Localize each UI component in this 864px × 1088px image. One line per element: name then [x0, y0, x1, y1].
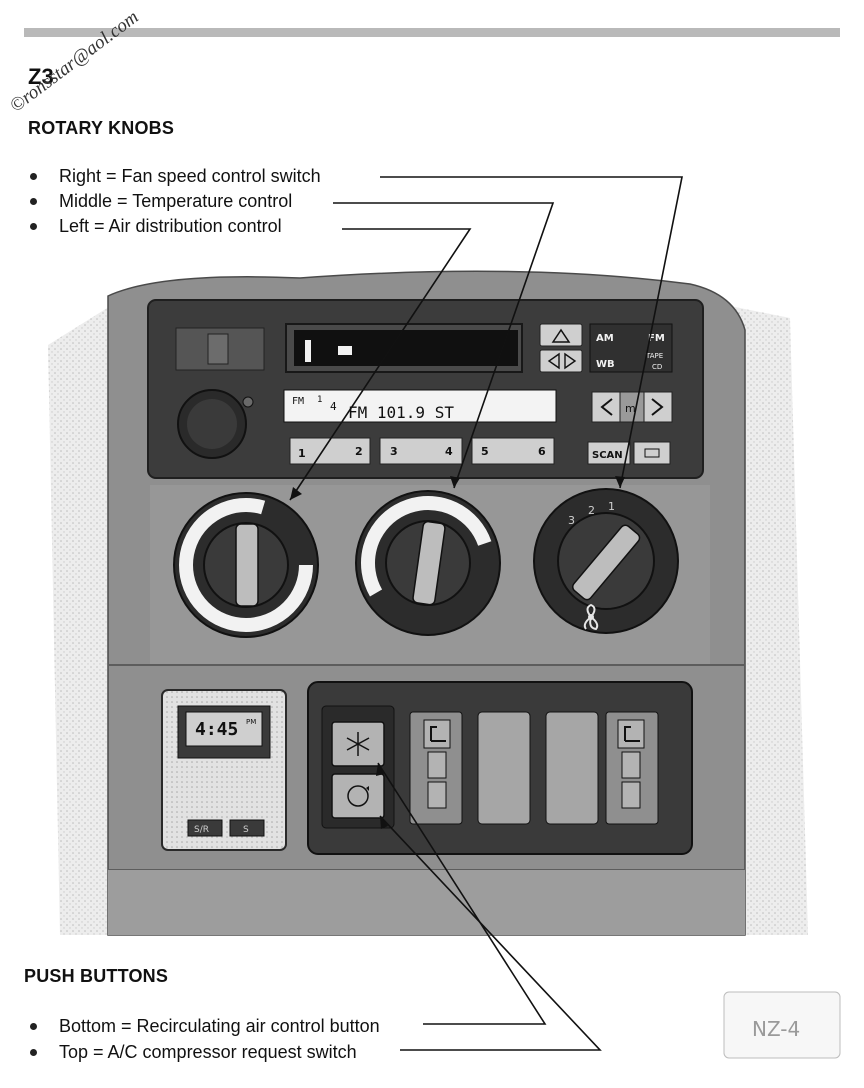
blank-switch-1	[477, 711, 531, 825]
bullet-text: Middle = Temperature control	[59, 191, 293, 211]
wb-label: WB	[596, 359, 615, 370]
temperature-knob[interactable]	[346, 481, 510, 645]
arrow-left-icon	[600, 398, 613, 416]
indicator-lamp	[242, 396, 254, 408]
scan-label: SCAN	[592, 450, 623, 461]
bullet-temperature: Middle = Temperature control	[30, 191, 292, 212]
fan-level-2: 2	[588, 504, 595, 517]
bullet-air-distribution: Left = Air distribution control	[30, 216, 282, 237]
right-seat-heater-switch[interactable]	[605, 711, 659, 825]
rewind-forward-button[interactable]	[539, 349, 583, 373]
dolby-button-icon	[644, 448, 660, 458]
am-label: AM	[596, 333, 614, 344]
bullet-dot	[30, 223, 37, 230]
callout-temperature	[333, 202, 555, 489]
dolby-button[interactable]	[633, 441, 671, 465]
callout-fan-speed	[380, 176, 683, 489]
snowflake-icon	[346, 732, 370, 756]
fan-icon	[583, 603, 599, 631]
left-seat-heater-switch[interactable]	[409, 711, 463, 825]
memory-label: m	[625, 402, 636, 415]
ac-compressor-button[interactable]	[331, 721, 385, 767]
fan-level-1: 1	[608, 500, 615, 513]
bullet-dot	[30, 173, 37, 180]
cassette-indicator	[305, 340, 311, 362]
blank-switch-2	[545, 711, 599, 825]
eject-button[interactable]	[539, 323, 583, 347]
preset-button-5-6[interactable]	[471, 437, 555, 465]
callout-arrowheads	[290, 476, 625, 829]
bullet-text: Right = Fan speed control switch	[59, 166, 321, 186]
preset-label-3: 3	[390, 445, 398, 458]
seat-heat-icon	[624, 726, 640, 742]
bullet-text: Top = A/C compressor request switch	[59, 1042, 357, 1062]
cassette-door	[294, 330, 518, 366]
callout-ac-request	[379, 815, 602, 1051]
eject-icon	[551, 328, 571, 343]
preset-button-3-4[interactable]	[379, 437, 463, 465]
callout-air-distribution	[289, 228, 472, 501]
clock-button-2[interactable]: S	[229, 819, 265, 837]
bullet-recirculation: Bottom = Recirculating air control butto…	[30, 1016, 380, 1037]
dolby-icon	[338, 346, 352, 355]
push-buttons-heading: PUSH BUTTONS	[24, 966, 169, 986]
fan-speed-knob[interactable]: 3 2 1	[533, 488, 679, 634]
rotary-knobs-heading: ROTARY KNOBS	[28, 118, 175, 138]
tape-label: TAPE	[645, 352, 663, 360]
preset-label-5: 5	[481, 445, 489, 458]
recirculation-button[interactable]	[331, 773, 385, 819]
tune-down-button[interactable]	[591, 391, 621, 423]
preset-label-1: 1	[298, 447, 306, 460]
clock-button-1[interactable]: S/R	[187, 819, 223, 837]
memory-button[interactable]: m	[619, 391, 645, 423]
header-rule	[24, 28, 840, 37]
callout-recirculation	[377, 762, 547, 1025]
seat-heat-icon	[430, 726, 446, 742]
bullet-fan-speed: Right = Fan speed control switch	[30, 166, 321, 187]
recirculation-icon	[347, 785, 369, 807]
bullet-text: Bottom = Recirculating air control butto…	[59, 1016, 380, 1036]
clock-module: 4:45 PM	[161, 689, 287, 851]
lcd-frequency: FM 101.9 ST	[348, 403, 454, 422]
seek-arrows-icon	[547, 352, 577, 370]
lcd-band: FM	[292, 396, 304, 407]
left-speckle-area	[48, 300, 120, 935]
bullet-dot	[30, 1049, 37, 1056]
scan-button[interactable]: SCAN	[587, 441, 631, 465]
bullet-text: Left = Air distribution control	[59, 216, 282, 236]
bullet-dot	[30, 198, 37, 205]
model-title: Z3	[28, 64, 54, 89]
plate-text: NZ-4	[752, 1017, 800, 1041]
clock-button-1-label: S/R	[194, 825, 209, 835]
clock-time: 4:45	[195, 719, 238, 740]
fan-level-3: 3	[568, 514, 575, 527]
lcd-preset-number: 1	[317, 395, 322, 405]
preset-button-1-2[interactable]	[289, 437, 371, 465]
preset-label-6: 6	[538, 445, 546, 458]
arrow-right-icon	[651, 398, 664, 416]
lcd-sub: 4	[330, 400, 337, 413]
preset-label-2: 2	[355, 445, 363, 458]
bullet-dot	[30, 1023, 37, 1030]
bullet-ac-request: Top = A/C compressor request switch	[30, 1042, 357, 1063]
clock-button-2-label: S	[243, 825, 249, 835]
radio-lcd-display	[283, 389, 557, 423]
radio-slide-switch	[207, 333, 229, 365]
cd-label: CD	[652, 363, 662, 371]
air-distribution-knob[interactable]	[173, 492, 319, 638]
callout-lines	[289, 176, 683, 1051]
tune-up-button[interactable]	[643, 391, 673, 423]
clock-pm: PM	[246, 718, 256, 726]
preset-label-4: 4	[445, 445, 453, 458]
fm-label: FM	[648, 333, 665, 344]
license-plate-graphic: NZ-4	[723, 991, 841, 1059]
